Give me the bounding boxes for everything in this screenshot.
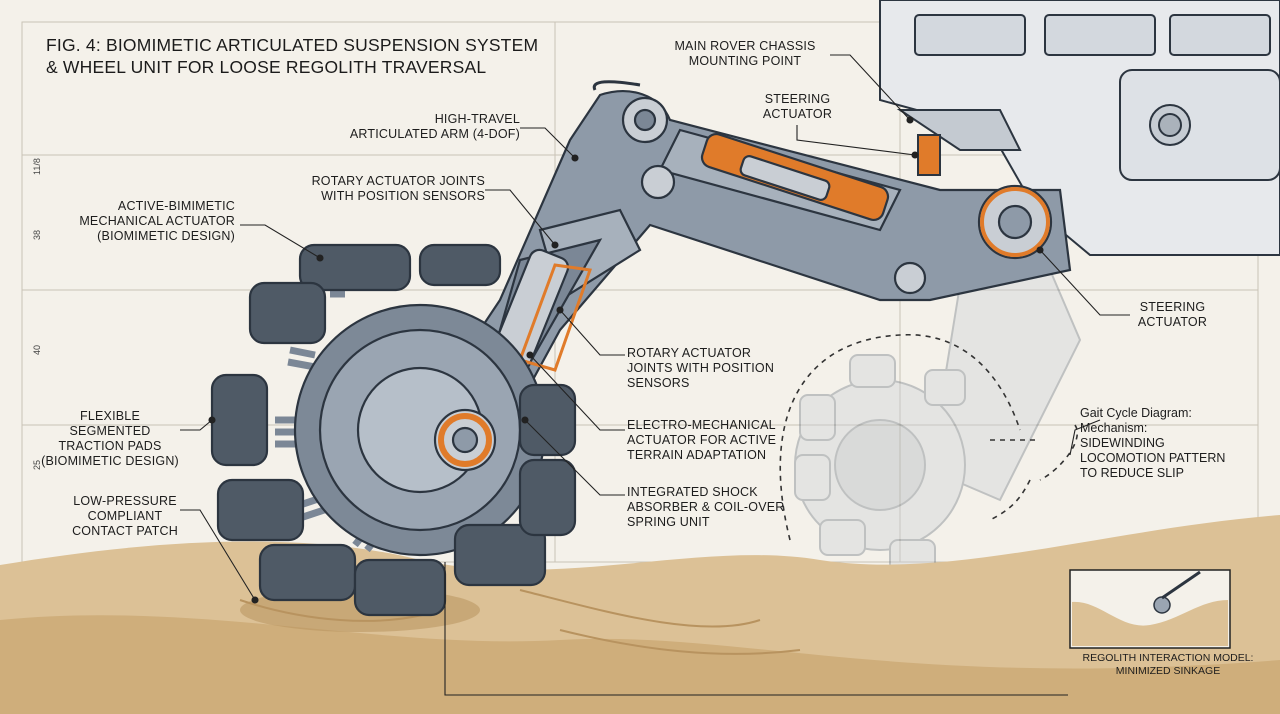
callout-rotary-joints-mid: ROTARY ACTUATOR JOINTS WITH POSITION SEN… xyxy=(627,346,775,390)
scale-tick: 40 xyxy=(32,344,42,355)
callout-chassis-mount: MAIN ROVER CHASSIS MOUNTING POINT xyxy=(674,39,816,68)
gait-cycle-note: Gait Cycle Diagram: Mechanism: SIDEWINDI… xyxy=(1080,406,1260,481)
inset-caption: REGOLITH INTERACTION MODEL: MINIMIZED SI… xyxy=(1082,652,1254,677)
main-wheel xyxy=(210,243,577,617)
rover-chassis xyxy=(879,0,1280,256)
leader-lines xyxy=(180,54,1130,696)
callout-rotary-joints-top: ROTARY ACTUATOR JOINTS WITH POSITION SEN… xyxy=(311,174,485,203)
gait-title: Gait Cycle Diagram: xyxy=(1080,406,1192,420)
callout-biomimetic-actuator: ACTIVE-BIMIMETIC MECHANICAL ACTUATOR (BI… xyxy=(79,199,235,243)
regolith-inset xyxy=(1069,569,1231,649)
gait-description: SIDEWINDING LOCOMOTION PATTERN TO REDUCE… xyxy=(1080,436,1226,480)
ghost-wheel xyxy=(794,268,1082,573)
scale-tick: 38 xyxy=(32,229,42,240)
callout-steering-actuator-right: STEERING ACTUATOR xyxy=(1137,300,1208,329)
scale-tick: 11/8 xyxy=(32,158,42,175)
callout-steering-actuator-top: STEERING ACTUATOR xyxy=(762,92,833,121)
callout-shock-absorber: INTEGRATED SHOCK ABSORBER & COIL-OVER SP… xyxy=(627,485,785,529)
callout-traction-pads: FLEXIBLE SEGMENTED TRACTION PADS (BIOMIM… xyxy=(41,409,179,468)
gait-mechanism: Mechanism: xyxy=(1080,421,1148,435)
callout-contact-patch: LOW-PRESSURE COMPLIANT CONTACT PATCH xyxy=(72,494,178,538)
callout-electro-mechanical-actuator: ELECTRO-MECHANICAL ACTUATOR FOR ACTIVE T… xyxy=(627,418,777,462)
callout-articulated-arm: HIGH-TRAVEL ARTICULATED ARM (4-DOF) xyxy=(349,112,520,141)
figure-title: FIG. 4: BIOMIMETIC ARTICULATED SUSPENSIO… xyxy=(46,35,539,77)
articulated-arm xyxy=(418,80,1072,472)
traction-pads xyxy=(210,243,577,617)
